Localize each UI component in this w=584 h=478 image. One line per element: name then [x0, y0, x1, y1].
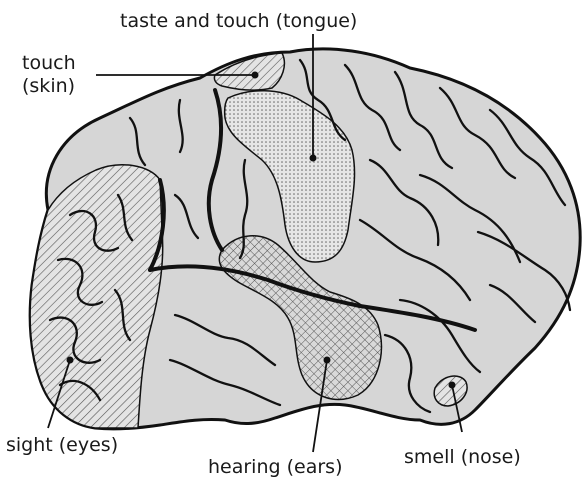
- touch-label-line2: (skin): [22, 75, 75, 97]
- hearing-label: hearing (ears): [208, 456, 342, 478]
- taste-touch-label: taste and touch (tongue): [120, 10, 357, 32]
- sight-label: sight (eyes): [6, 434, 118, 456]
- touch-region: [214, 53, 284, 90]
- smell-label: smell (nose): [404, 446, 521, 468]
- sight-leader-dot: [67, 357, 74, 364]
- touch-label-line1: touch: [22, 52, 76, 74]
- touch-leader-dot: [252, 72, 259, 79]
- smell-leader-dot: [449, 382, 456, 389]
- taste-touch-leader-dot: [310, 155, 317, 162]
- hearing-leader-dot: [324, 357, 331, 364]
